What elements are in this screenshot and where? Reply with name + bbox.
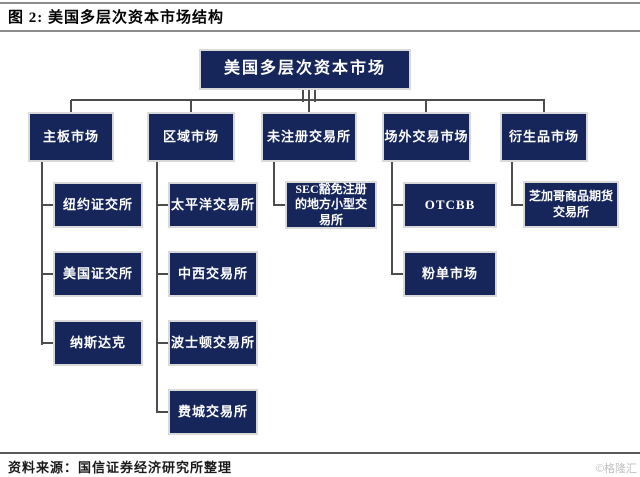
node-pacific-exchange: 太平洋交易所: [168, 182, 258, 228]
node-pink-sheets-market: 粉单市场: [403, 251, 497, 297]
connector-line: [425, 100, 427, 112]
node-derivatives-market: 衍生品市场: [500, 112, 588, 162]
node-nyse: 纽约证交所: [53, 182, 143, 228]
node-amex: 美国证交所: [53, 251, 143, 297]
connector-line: [308, 90, 310, 112]
connector-line: [41, 342, 53, 344]
connector-line: [41, 273, 53, 275]
gelonghui-watermark: ©格隆汇: [595, 463, 637, 475]
bottom-rule: [0, 452, 640, 454]
node-nasdaq: 纳斯达克: [53, 320, 143, 366]
node-unregistered-exchanges: 未注册交易所: [261, 112, 357, 162]
connector-line: [156, 204, 168, 206]
title-divider-rule: [0, 30, 640, 32]
connector-line: [156, 273, 168, 275]
connector-line: [156, 342, 168, 344]
connector-line: [71, 99, 545, 101]
connector-line: [391, 162, 393, 275]
node-otcbb: OTCBB: [403, 182, 497, 228]
node-chicago-commodity-futures-exchange: 芝加哥商品期货交易所: [523, 181, 619, 228]
connector-line: [156, 411, 168, 413]
node-midwest-exchange: 中西交易所: [168, 251, 258, 297]
connector-line: [391, 273, 403, 275]
connector-line: [41, 162, 43, 345]
connector-line: [314, 90, 316, 102]
node-root-us-multilevel-capital-market: 美国多层次资本市场: [199, 49, 411, 90]
connector-line: [511, 204, 523, 206]
connector-line: [190, 100, 192, 112]
figure-title: 图 2: 美国多层次资本市场结构: [8, 10, 224, 26]
data-source-note: 资料来源：国信证券经济研究所整理: [8, 460, 233, 475]
connector-line: [391, 204, 403, 206]
top-rule: [0, 2, 640, 4]
connector-line: [511, 162, 513, 206]
connector-line: [273, 204, 285, 206]
node-otc-market: 场外交易市场: [382, 112, 471, 162]
connector-line: [302, 90, 304, 102]
node-boston-exchange: 波士顿交易所: [168, 320, 258, 366]
node-sec-exempt-local-exchanges: SEC豁免注册的地方小型交易所: [285, 181, 377, 229]
connector-line: [156, 162, 158, 413]
node-main-board-market: 主板市场: [28, 112, 114, 162]
connector-line: [70, 100, 72, 112]
node-regional-market: 区域市场: [147, 112, 235, 162]
connector-line: [543, 100, 545, 112]
connector-line: [273, 162, 275, 206]
node-philadelphia-exchange: 费城交易所: [168, 389, 258, 435]
connector-line: [41, 204, 53, 206]
